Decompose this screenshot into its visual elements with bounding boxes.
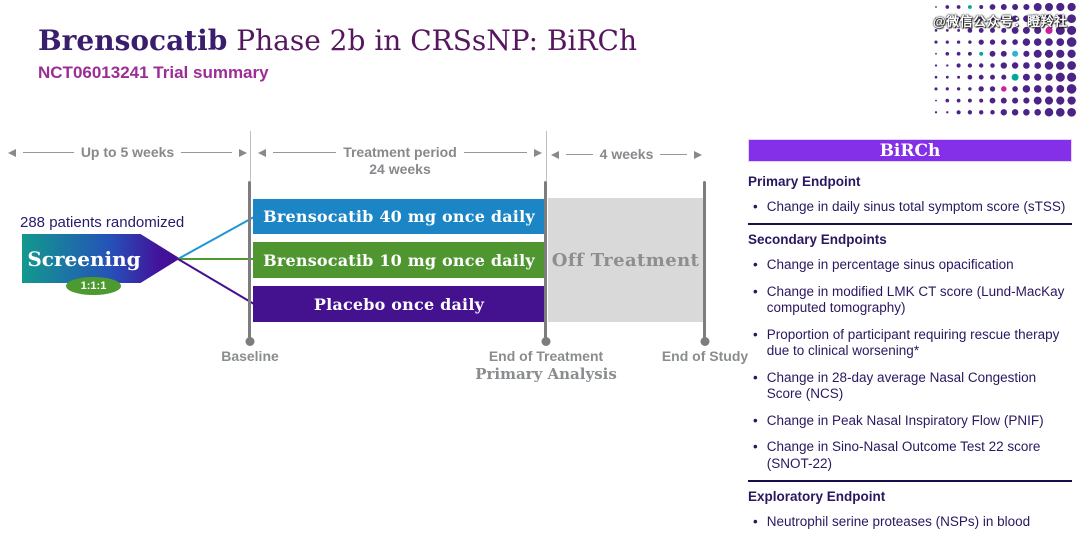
list-item: •Proportion of participant requiring res… bbox=[753, 326, 1060, 359]
primary-analysis-label: Primary Analysis bbox=[475, 365, 617, 383]
secondary-endpoints-list: •Change in percentage sinus opacificatio… bbox=[748, 257, 1072, 472]
timeline-divider bbox=[250, 131, 251, 181]
title-drug-name: Brensocatib bbox=[38, 24, 228, 57]
milestone-end-of-treatment: End of Treatment Primary Analysis bbox=[465, 348, 627, 383]
primary-endpoint-list: •Change in daily sinus total symptom sco… bbox=[748, 199, 1072, 215]
screening-arrow: Screening bbox=[22, 234, 180, 283]
list-item: •Change in daily sinus total symptom sco… bbox=[753, 199, 1066, 214]
off-treatment-box: Off Treatment bbox=[548, 198, 703, 322]
dot-pattern bbox=[928, 0, 1080, 120]
arrowhead-left-icon bbox=[8, 148, 16, 157]
arrowhead-left-icon bbox=[551, 150, 559, 159]
end-of-study-marker-line bbox=[703, 181, 706, 340]
randomized-patients-note: 288 patients randomized bbox=[20, 214, 185, 231]
list-item: •Change in modified LMK CT score (Lund-M… bbox=[753, 283, 1065, 316]
milestone-end-of-study: End of Study bbox=[661, 348, 749, 364]
exploratory-endpoint-heading: Exploratory Endpoint bbox=[748, 489, 886, 505]
timeline-segment-followup: 4 weeks bbox=[551, 146, 702, 163]
primary-endpoint-heading: Primary Endpoint bbox=[748, 174, 861, 189]
timeline-label-followup: 4 weeks bbox=[599, 146, 654, 162]
list-item: •Change in Peak Nasal Inspiratory Flow (… bbox=[753, 412, 1044, 428]
trial-subtitle: NCT06013241 Trial summary bbox=[38, 63, 269, 82]
section-divider bbox=[748, 480, 1072, 483]
endpoints-panel-title: BiRCh bbox=[748, 139, 1072, 162]
watermark-text: @微信公众号：瞪羚社 bbox=[933, 14, 1068, 29]
arm-bar-brensocatib-10mg: Brensocatib 10 mg once daily bbox=[253, 242, 545, 278]
list-item: •Change in 28-day average Nasal Congesti… bbox=[753, 369, 1037, 402]
randomization-ratio-badge: 1:1:1 bbox=[66, 277, 121, 295]
arrowhead-left-icon bbox=[258, 149, 266, 157]
baseline-marker-line bbox=[248, 181, 251, 340]
timeline-label-screening: Up to 5 weeks bbox=[80, 144, 175, 160]
secondary-endpoints-heading: Secondary Endpoints bbox=[748, 232, 887, 248]
list-item: •Change in Sino-Nasal Outcome Test 22 sc… bbox=[753, 439, 1041, 471]
list-item: •Neutrophil serine proteases (NSPs) in b… bbox=[753, 514, 1031, 530]
timeline-segment-screening: Up to 5 weeks bbox=[8, 144, 247, 161]
arm-bar-brensocatib-40mg: Brensocatib 40 mg once daily bbox=[253, 199, 545, 234]
list-item: •Change in percentage sinus opacificatio… bbox=[753, 257, 1014, 273]
timeline-segment-treatment: Treatment period 24 weeks bbox=[258, 144, 542, 178]
exploratory-endpoint-list: •Neutrophil serine proteases (NSPs) in b… bbox=[748, 514, 1072, 530]
arrowhead-right-icon bbox=[534, 149, 542, 157]
timeline-divider bbox=[546, 131, 547, 181]
endpoints-panel: BiRCh Primary Endpoint •Change in daily … bbox=[748, 139, 1072, 531]
section-divider bbox=[748, 223, 1072, 226]
title-rest: Phase 2b in CRSsNP: BiRCh bbox=[227, 24, 638, 57]
arrowhead-right-icon bbox=[694, 150, 702, 159]
arm-bar-placebo: Placebo once daily bbox=[253, 286, 545, 322]
randomization-fan-lines bbox=[177, 216, 255, 305]
end-of-treatment-marker-line bbox=[544, 181, 547, 340]
arrowhead-right-icon bbox=[239, 148, 247, 157]
timeline-label-treatment: Treatment period 24 weeks bbox=[343, 144, 457, 177]
milestone-baseline: Baseline bbox=[221, 348, 279, 364]
page-title: Brensocatib Phase 2b in CRSsNP: BiRCh bbox=[38, 24, 637, 57]
